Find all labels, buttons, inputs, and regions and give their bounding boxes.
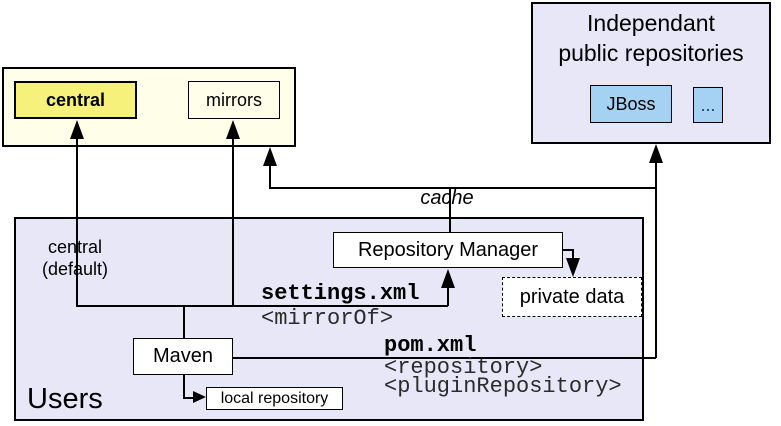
- local-repository-node: local repository: [206, 387, 343, 410]
- local-repository-label: local repository: [220, 389, 329, 407]
- central-default-label: central (default): [20, 236, 130, 280]
- connector-cache-rm-vertical: [449, 187, 451, 232]
- arrow-settings-to-repository-manager-icon: [441, 269, 455, 288]
- central-node: central: [14, 81, 137, 119]
- connector-mirrors-vertical: [232, 137, 234, 306]
- jboss-node-label: JBoss: [606, 93, 656, 114]
- arrow-to-local-repository-icon: [193, 391, 206, 403]
- more-repositories-label: ...: [700, 94, 716, 115]
- connector-pom-vertical: [655, 161, 657, 358]
- arrow-to-central-icon: [70, 120, 84, 139]
- arrow-to-independent-repositories-icon: [649, 144, 663, 163]
- connector-central-vertical: [76, 137, 78, 306]
- central-node-label: central: [45, 89, 106, 110]
- private-data-node: private data: [502, 277, 642, 317]
- connector-maven-up: [183, 305, 185, 338]
- connector-settings-bus: [76, 305, 448, 307]
- settings-xml-annotation: settings.xml: [261, 281, 420, 306]
- repository-manager-node: Repository Manager: [333, 232, 563, 268]
- connector-private-data-horizontal: [562, 249, 573, 251]
- maven-node-label: Maven: [152, 345, 214, 367]
- maven-node: Maven: [133, 338, 233, 375]
- private-data-label: private data: [519, 285, 625, 308]
- jboss-node: JBoss: [590, 85, 672, 123]
- connector-maven-local-horizontal: [183, 397, 195, 399]
- central-default-line1: central: [47, 237, 103, 257]
- connector-maven-local-vertical: [183, 375, 185, 398]
- connector-cache-bus: [269, 187, 656, 189]
- independent-repositories-title: Independant public repositories: [531, 8, 771, 68]
- arrow-to-mirrors-icon: [226, 120, 240, 139]
- connector-private-data-vertical: [572, 249, 574, 259]
- independent-repositories-title-line2: public repositories: [558, 40, 744, 66]
- mirrors-node-label: mirrors: [206, 89, 262, 110]
- cache-annotation: cache: [420, 187, 474, 209]
- independent-repositories-title-line1: Independant: [587, 10, 715, 36]
- mirrorof-annotation: <mirrorOf>: [261, 306, 394, 331]
- central-default-line2: (default): [41, 259, 109, 279]
- plugin-repository-tag-annotation: <pluginRepository>: [384, 374, 622, 399]
- connector-pom-horizontal: [233, 357, 656, 359]
- arrow-to-private-data-icon: [566, 258, 580, 277]
- repository-tag-annotation: <repository>: [384, 355, 543, 380]
- more-repositories-node: ...: [693, 87, 723, 123]
- pom-xml-annotation: pom.xml: [384, 333, 477, 358]
- repository-manager-label: Repository Manager: [357, 238, 539, 261]
- arrow-cache-to-yellow-group-icon: [263, 147, 277, 166]
- connector-settings-arrow-stem: [447, 286, 449, 306]
- users-label: Users: [27, 383, 103, 415]
- mirrors-node: mirrors: [188, 81, 280, 119]
- connector-cache-left-stem: [269, 164, 271, 188]
